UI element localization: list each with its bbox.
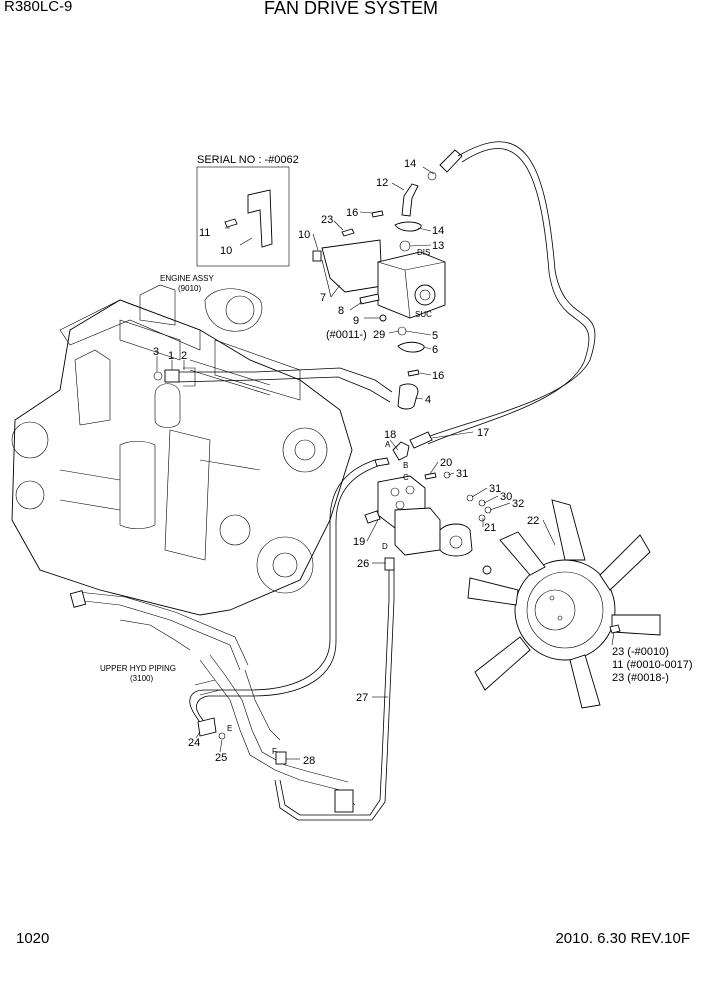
- fan-pump: [377, 251, 446, 319]
- part-label-2: 2: [181, 350, 187, 362]
- port-c-label: C: [403, 473, 409, 482]
- part-label-17: 17: [477, 427, 489, 439]
- bracket-7: [321, 239, 383, 293]
- part-label-32: 32: [512, 498, 524, 510]
- bracket-10-inset: [247, 189, 273, 248]
- port-dis-label: DIS: [417, 248, 430, 257]
- port-suc-label: SUC: [415, 310, 432, 319]
- part-label-12: 12: [376, 177, 388, 189]
- flange-6-suc: [397, 341, 425, 353]
- bolt-8: [359, 293, 380, 305]
- page-number: 1020: [16, 930, 50, 947]
- o-ring-3: [153, 371, 163, 381]
- part-label-5: 5: [432, 330, 438, 342]
- note-23-early: 23 (-#0010): [612, 646, 669, 658]
- upper-hyd-piping-ref: (3100): [130, 674, 153, 683]
- revision-date: 2010. 6.30 REV.10F: [555, 930, 690, 947]
- cooling-fan-22: [467, 499, 661, 709]
- part-label-27: 27: [356, 692, 368, 704]
- bolt-23: [341, 228, 355, 237]
- part-label-3: 3: [153, 346, 159, 358]
- port-a-label: A: [385, 440, 391, 449]
- port-e-label: E: [227, 724, 232, 733]
- part-label-10-inset: 10: [220, 245, 232, 257]
- page-title: FAN DRIVE SYSTEM: [263, 0, 439, 18]
- part-label-28: 28: [303, 755, 315, 767]
- hose-17: [424, 141, 596, 439]
- upper-hyd-piping: [69, 590, 356, 813]
- leader-lines: [156, 166, 615, 760]
- serial-inset: SERIAL NO : -#0062: [196, 154, 299, 267]
- part-label-7: 7: [320, 292, 326, 304]
- elbow-12: [401, 183, 419, 217]
- bolt-16-top: [371, 210, 384, 218]
- engine-assembly: [11, 284, 353, 616]
- part-label-1: 1: [168, 350, 174, 362]
- hose-24-end-fitting: [197, 717, 217, 737]
- note-23-late: 23 (#0018-): [612, 672, 669, 684]
- o-ring-25: [218, 732, 226, 740]
- part-label-11: 11: [199, 227, 210, 239]
- flange-14-dis: [394, 221, 422, 232]
- o-ring-13: [399, 240, 411, 252]
- note-29: (#0011-): [326, 329, 367, 341]
- spacer-10: [312, 250, 322, 262]
- part-label-16: 16: [346, 207, 358, 219]
- hose-24: [189, 459, 376, 731]
- part-label-14-b: 14: [432, 225, 444, 237]
- part-label-26: 26: [357, 558, 369, 570]
- model-code: R380LC-9: [4, 0, 73, 15]
- o-ring-5: [397, 326, 407, 336]
- part-label-25: 25: [215, 752, 227, 764]
- part-label-22: 22: [527, 515, 539, 527]
- note-11-mid: 11 (#0010-0017): [612, 659, 693, 671]
- part-label-8: 8: [338, 305, 344, 317]
- part-label-10: 10: [298, 229, 310, 241]
- hub-21: [439, 523, 473, 557]
- part-label-31-b: 31: [489, 483, 501, 495]
- part-label-4: 4: [425, 394, 431, 406]
- fan-motor-assembly: [364, 441, 492, 575]
- part-label-21: 21: [484, 522, 496, 534]
- part-label-16-b: 16: [432, 370, 444, 382]
- hose-27: [279, 568, 390, 816]
- part-label-14: 14: [404, 158, 416, 170]
- bolt-16-bottom: [407, 369, 420, 377]
- bolt-11: [224, 218, 238, 228]
- part-label-9: 9: [353, 315, 359, 327]
- fan-pump-assembly: [312, 149, 463, 410]
- part-label-29: 29: [373, 329, 385, 341]
- port-d-label: D: [382, 542, 388, 551]
- part-label-20: 20: [440, 457, 452, 469]
- washer-9: [379, 314, 387, 322]
- suction-pipe-1: [175, 367, 393, 393]
- hose-fitting-14: [439, 149, 463, 173]
- port-f-label: F: [272, 747, 277, 756]
- hose-17-end-fitting: [409, 431, 433, 449]
- bolt-23-fan: [609, 624, 621, 634]
- part-label-13: 13: [432, 240, 444, 252]
- part-label-24: 24: [188, 737, 200, 749]
- part-label-6: 6: [432, 344, 438, 356]
- clamp-2: [164, 369, 180, 383]
- engine-assy-label: ENGINE ASSY: [160, 274, 214, 283]
- elbow-4: [397, 383, 419, 410]
- fan-motor: [394, 507, 441, 556]
- bolt-20: [424, 472, 437, 480]
- port-b-label: B: [403, 461, 408, 470]
- upper-hyd-piping-label: UPPER HYD PIPING: [100, 664, 176, 673]
- part-label-31: 31: [456, 468, 468, 480]
- fitting-26: [384, 557, 395, 571]
- serial-box-label: SERIAL NO : -#0062: [197, 154, 299, 166]
- fitting-18: [392, 441, 410, 461]
- engine-assy-ref: (9010): [178, 284, 201, 293]
- fitting-28: [275, 751, 287, 765]
- part-label-19: 19: [353, 536, 365, 548]
- part-label-18: 18: [384, 429, 396, 441]
- part-label-23: 23: [321, 214, 333, 226]
- part-label-30: 30: [500, 491, 512, 503]
